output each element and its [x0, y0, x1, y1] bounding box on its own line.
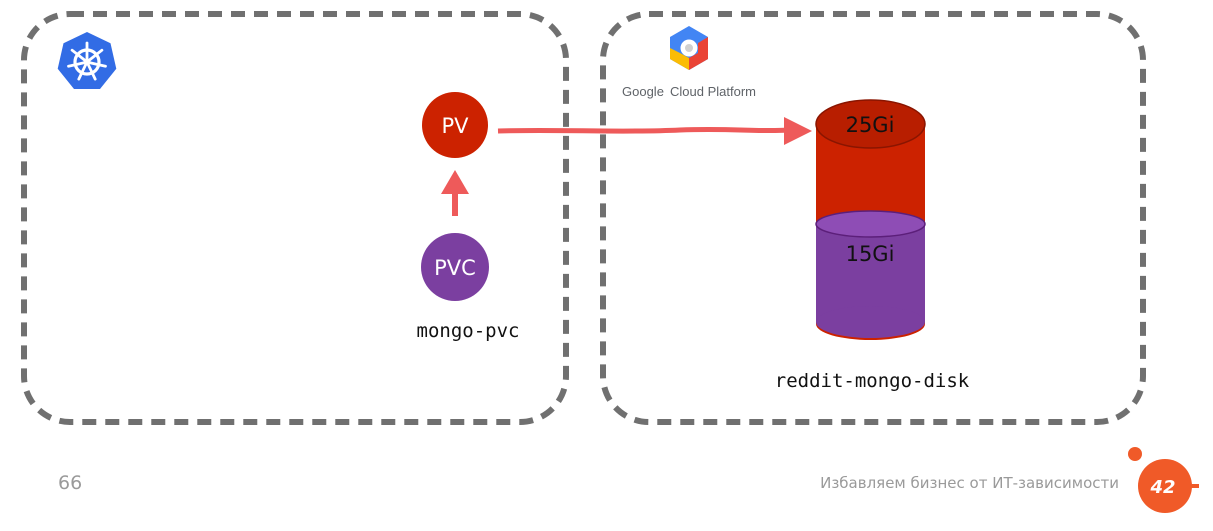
- pvc-label: PVC: [434, 256, 476, 280]
- pvc-node: PVC: [421, 233, 489, 301]
- claimed-size-label: 15Gi: [846, 242, 895, 266]
- kubernetes-cluster-boundary: [21, 11, 569, 425]
- company-logo-icon: 42: [1128, 447, 1199, 513]
- logo-text: 42: [1149, 477, 1175, 498]
- disk-capacity-label: 25Gi: [846, 113, 895, 137]
- gcp-brand-google: Google: [622, 84, 664, 99]
- pvc-to-pv-arrow: [441, 170, 469, 216]
- pvc-name: mongo-pvc: [417, 320, 520, 342]
- page-number: 66: [58, 472, 83, 494]
- disk-name: reddit-mongo-disk: [775, 370, 970, 392]
- gcp-logo-icon: [670, 26, 708, 70]
- pv-label: PV: [441, 114, 469, 138]
- pv-node: PV: [422, 92, 488, 158]
- pv-to-disk-arrow: [497, 117, 812, 145]
- kubernetes-logo-icon: [57, 32, 117, 89]
- gcp-boundary: [600, 11, 1146, 425]
- persistent-disk-cylinder: [815, 99, 926, 340]
- footer-tagline: Избавляем бизнес от ИТ-зависимости: [820, 474, 1119, 492]
- gcp-brand-cloud-platform: Cloud Platform: [670, 84, 756, 99]
